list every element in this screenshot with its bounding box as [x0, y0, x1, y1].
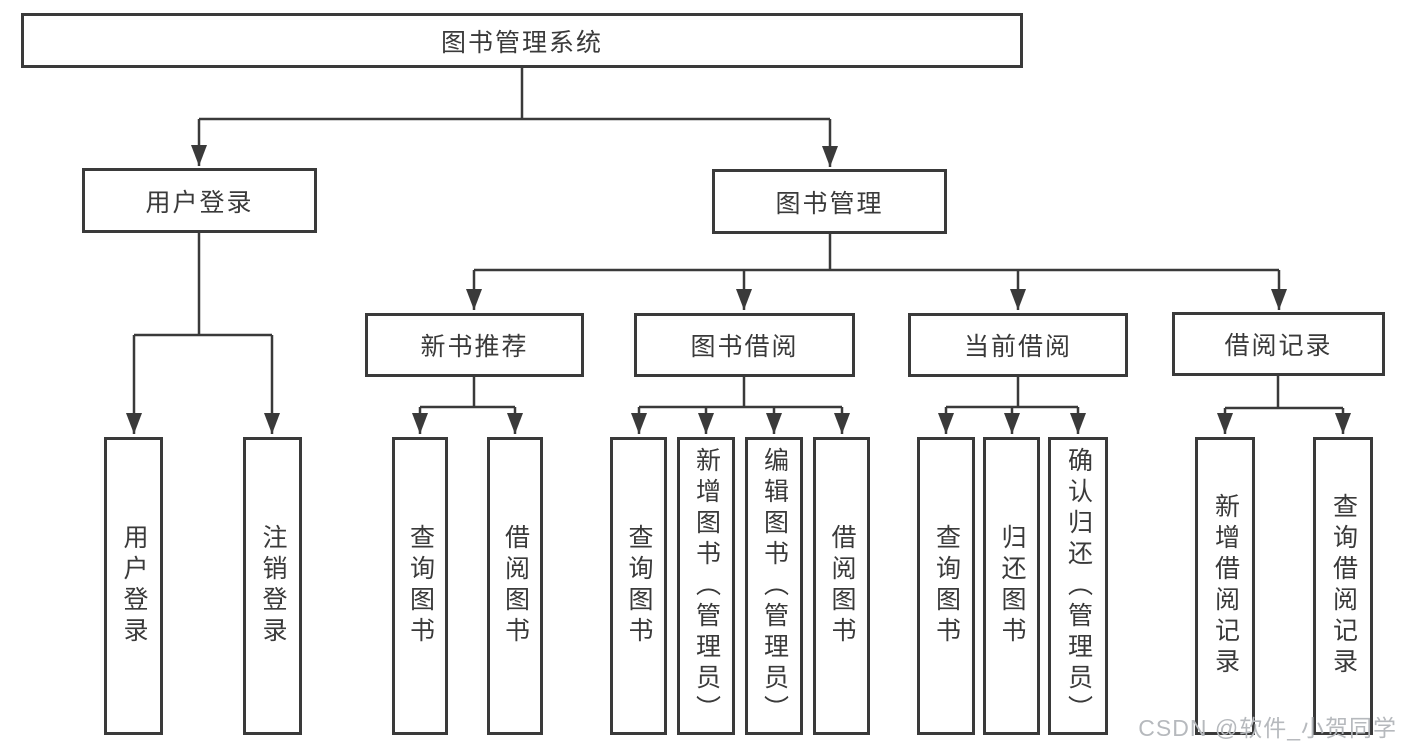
- leaf-borrow-edit-book-admin: 编辑图书（管理员）: [745, 437, 803, 735]
- node-user-login: 用户登录: [82, 168, 317, 233]
- connector-borrow-records-children: [1217, 376, 1351, 434]
- connector-book-borrow-children: [631, 377, 850, 434]
- connector-new-book-children: [412, 377, 523, 434]
- leaf-newbooks-borrow-book: 借阅图书: [487, 437, 543, 735]
- leaf-newbooks-borrow-book-label: 借阅图书: [501, 524, 530, 648]
- connector-user-login-children: [126, 233, 280, 434]
- node-book-borrow: 图书借阅: [634, 313, 855, 377]
- leaf-logout-login: 注销登录: [243, 437, 302, 735]
- leaf-borrow-add-book-admin-label: 新增图书（管理员）: [692, 446, 721, 726]
- csdn-watermark: CSDN @软件_小贺同学: [1138, 715, 1397, 741]
- leaf-borrow-query-book: 查询图书: [610, 437, 667, 735]
- node-new-book-recommend: 新书推荐: [365, 313, 584, 377]
- connector-book-management-to-level3: [466, 234, 1287, 310]
- leaf-user-login: 用户登录: [104, 437, 163, 735]
- leaf-records-query-borrow-record-label: 查询借阅记录: [1329, 493, 1358, 679]
- leaf-current-query-book-label: 查询图书: [932, 524, 961, 648]
- leaf-current-confirm-return-admin-label: 确认归还（管理员）: [1064, 446, 1093, 726]
- node-book-management: 图书管理: [712, 169, 947, 234]
- leaf-borrow-borrow-book: 借阅图书: [813, 437, 870, 735]
- leaf-records-query-borrow-record: 查询借阅记录: [1313, 437, 1373, 735]
- leaf-borrow-edit-book-admin-label: 编辑图书（管理员）: [760, 446, 789, 726]
- connector-current-borrow-children: [938, 377, 1086, 434]
- node-borrow-records: 借阅记录: [1172, 312, 1385, 376]
- leaf-records-add-borrow-record: 新增借阅记录: [1195, 437, 1255, 735]
- connector-root-to-level2: [191, 68, 838, 167]
- leaf-newbooks-query-book: 查询图书: [392, 437, 448, 735]
- leaf-current-return-book-label: 归还图书: [998, 524, 1026, 648]
- leaf-records-add-borrow-record-label: 新增借阅记录: [1211, 493, 1240, 679]
- leaf-borrow-query-book-label: 查询图书: [625, 524, 653, 648]
- leaf-current-confirm-return-admin: 确认归还（管理员）: [1048, 437, 1108, 735]
- leaf-user-login-label: 用户登录: [120, 524, 148, 648]
- node-library-management-system: 图书管理系统: [21, 13, 1023, 68]
- leaf-newbooks-query-book-label: 查询图书: [406, 524, 435, 648]
- leaf-borrow-borrow-book-label: 借阅图书: [828, 524, 856, 648]
- leaf-borrow-add-book-admin: 新增图书（管理员）: [677, 437, 735, 735]
- node-current-borrow: 当前借阅: [908, 313, 1128, 377]
- leaf-current-return-book: 归还图书: [983, 437, 1040, 735]
- leaf-current-query-book: 查询图书: [917, 437, 975, 735]
- leaf-logout-login-label: 注销登录: [259, 524, 287, 648]
